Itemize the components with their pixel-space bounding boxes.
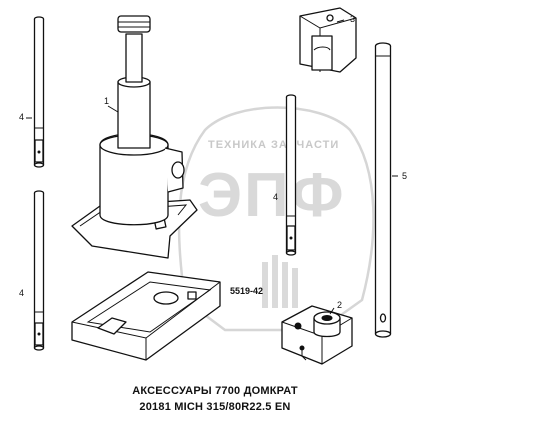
part-label-4-lower-left: 4 — [19, 288, 25, 298]
part-label-4-center: 4 — [273, 192, 279, 202]
part-label-1: 1 — [104, 96, 110, 106]
watermark-big-text: ЭПФ — [198, 161, 346, 230]
part-label-2: 2 — [337, 300, 343, 310]
long-bar — [374, 42, 392, 338]
part-label-5: 5 — [402, 171, 408, 181]
part-label-4-upper-left: 4 — [19, 112, 25, 122]
caption-line-1: АКСЕССУАРЫ 7700 ДОМКРАТ — [132, 385, 298, 397]
bar-center — [285, 94, 297, 256]
jack-pad — [281, 305, 353, 365]
drawing-code: 5519-42 — [230, 286, 264, 296]
bottle-jack — [71, 15, 198, 259]
jack-base-tray — [71, 271, 221, 361]
watermark-top-text: ТЕХНИКА ЗАПЧАСТИ — [208, 139, 340, 151]
bar-lower-left — [33, 190, 45, 351]
bar-upper-left — [33, 16, 45, 168]
holder-bracket — [299, 7, 357, 73]
part-label-3: 3 — [350, 14, 356, 24]
caption-line-2: 20181 MICH 315/80R22.5 EN — [139, 401, 291, 413]
